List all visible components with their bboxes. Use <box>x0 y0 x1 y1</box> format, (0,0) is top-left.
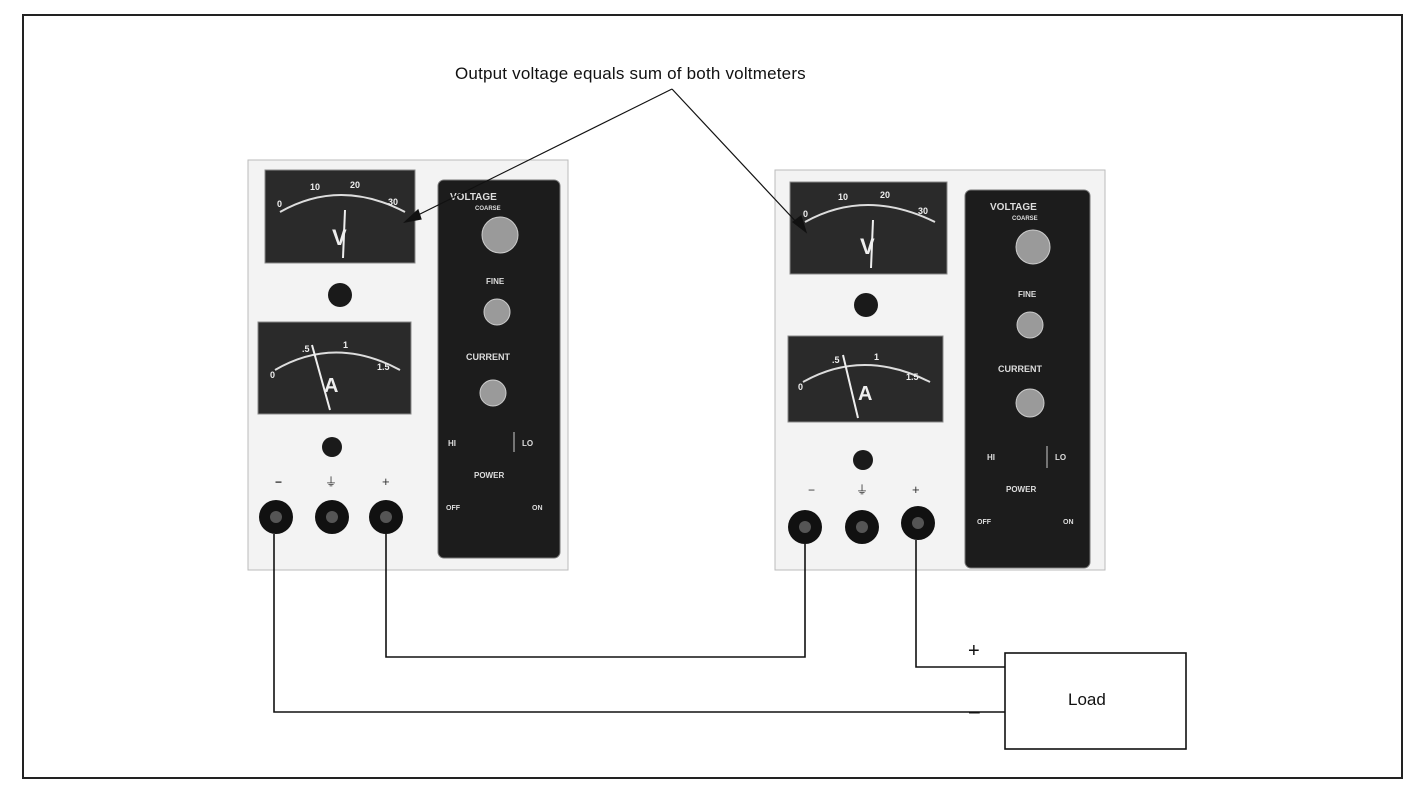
control-panel: VOLTAGE COARSE FINE CURRENT HI LO POWER … <box>964 189 1091 569</box>
ammeter-letter: A <box>324 375 338 397</box>
voltmeter-scale-30: 30 <box>388 197 398 207</box>
voltage-fine-knob <box>1016 311 1044 339</box>
terminal-label-negative: − <box>275 475 282 489</box>
output-terminals: − ⏚ + <box>259 474 403 534</box>
terminal-label-ground: ⏚ <box>325 475 337 489</box>
off-label: OFF <box>446 505 461 512</box>
indicator-lamp <box>322 437 342 457</box>
voltage-label: VOLTAGE <box>990 202 1037 213</box>
off-label: OFF <box>977 519 992 526</box>
load-plus-label: + <box>968 640 980 662</box>
fine-label: FINE <box>486 277 505 286</box>
voltmeter-scale-10: 10 <box>310 182 320 192</box>
current-label: CURRENT <box>998 364 1043 374</box>
wires <box>273 534 1005 713</box>
terminal-label-positive: + <box>912 482 920 497</box>
ammeter-scale-1: 1 <box>343 340 348 350</box>
ammeter-scale-1: 1 <box>874 352 879 362</box>
indicator-lamp <box>854 293 878 317</box>
voltmeter: V 0 10 20 30 <box>789 181 948 275</box>
on-label: ON <box>532 505 543 512</box>
control-panel: VOLTAGE COARSE FINE CURRENT HI LO POWER … <box>437 179 561 559</box>
terminal-label-ground: ⏚ <box>856 483 868 497</box>
load-label: Load <box>1068 690 1106 709</box>
negative-output-wire <box>273 534 1005 713</box>
ammeter-letter: A <box>858 383 872 405</box>
voltage-coarse-knob <box>481 216 519 254</box>
ammeter-scale-15: 1.5 <box>377 362 390 372</box>
callout-arrow-left <box>411 88 673 219</box>
ammeter-scale-0: 0 <box>798 382 803 392</box>
power-supply-2: V 0 10 20 30 A 0 .5 1 1.5 − ⏚ + <box>774 169 1106 571</box>
power-label: POWER <box>474 471 504 480</box>
load-box <box>1004 652 1187 750</box>
lo-label: LO <box>1055 453 1066 462</box>
hi-label: HI <box>987 453 995 462</box>
voltage-coarse-knob <box>1015 229 1051 265</box>
voltmeter-scale-0: 0 <box>277 199 282 209</box>
ammeter-scale-05: .5 <box>302 344 310 354</box>
callout-arrow-right <box>671 88 801 227</box>
voltmeter-scale-20: 20 <box>350 180 360 190</box>
on-label: ON <box>1063 519 1074 526</box>
terminal-label-negative: − <box>808 483 815 497</box>
current-knob <box>1015 388 1045 418</box>
ammeter-scale-0: 0 <box>270 370 275 380</box>
voltage-fine-knob <box>483 298 511 326</box>
voltmeter-letter: V <box>860 234 875 259</box>
current-label: CURRENT <box>466 352 511 362</box>
fine-label: FINE <box>1018 290 1037 299</box>
power-supply-1: V 0 10 20 30 A 0 .5 1 1.5 − ⏚ + <box>247 159 569 571</box>
output-terminals: − ⏚ + <box>788 482 935 544</box>
hi-label: HI <box>448 439 456 448</box>
callout-text: Output voltage equals sum of both voltme… <box>455 64 806 83</box>
coarse-label: COARSE <box>1012 216 1038 222</box>
ammeter-scale-05: .5 <box>832 355 840 365</box>
callout-arrows <box>403 88 808 234</box>
ammeter: A 0 .5 1 1.5 <box>257 321 412 415</box>
voltmeter-scale-0: 0 <box>803 209 808 219</box>
voltmeter-letter: V <box>332 225 347 250</box>
positive-output-wire <box>915 540 1005 668</box>
voltmeter-scale-20: 20 <box>880 190 890 200</box>
voltmeter-scale-10: 10 <box>838 192 848 202</box>
ammeter-scale-15: 1.5 <box>906 372 919 382</box>
voltmeter: V 0 10 20 30 <box>264 169 416 264</box>
voltage-label: VOLTAGE <box>450 192 497 203</box>
voltmeter-scale-30: 30 <box>918 206 928 216</box>
power-label: POWER <box>1006 485 1036 494</box>
ammeter: A 0 .5 1 1.5 <box>787 335 944 423</box>
series-link-wire <box>385 534 806 658</box>
terminal-label-positive: + <box>382 474 390 489</box>
lo-label: LO <box>522 439 533 448</box>
indicator-lamp <box>853 450 873 470</box>
load-minus-label: − <box>968 700 981 725</box>
coarse-label: COARSE <box>475 206 501 212</box>
current-knob <box>479 379 507 407</box>
indicator-lamp <box>328 283 352 307</box>
